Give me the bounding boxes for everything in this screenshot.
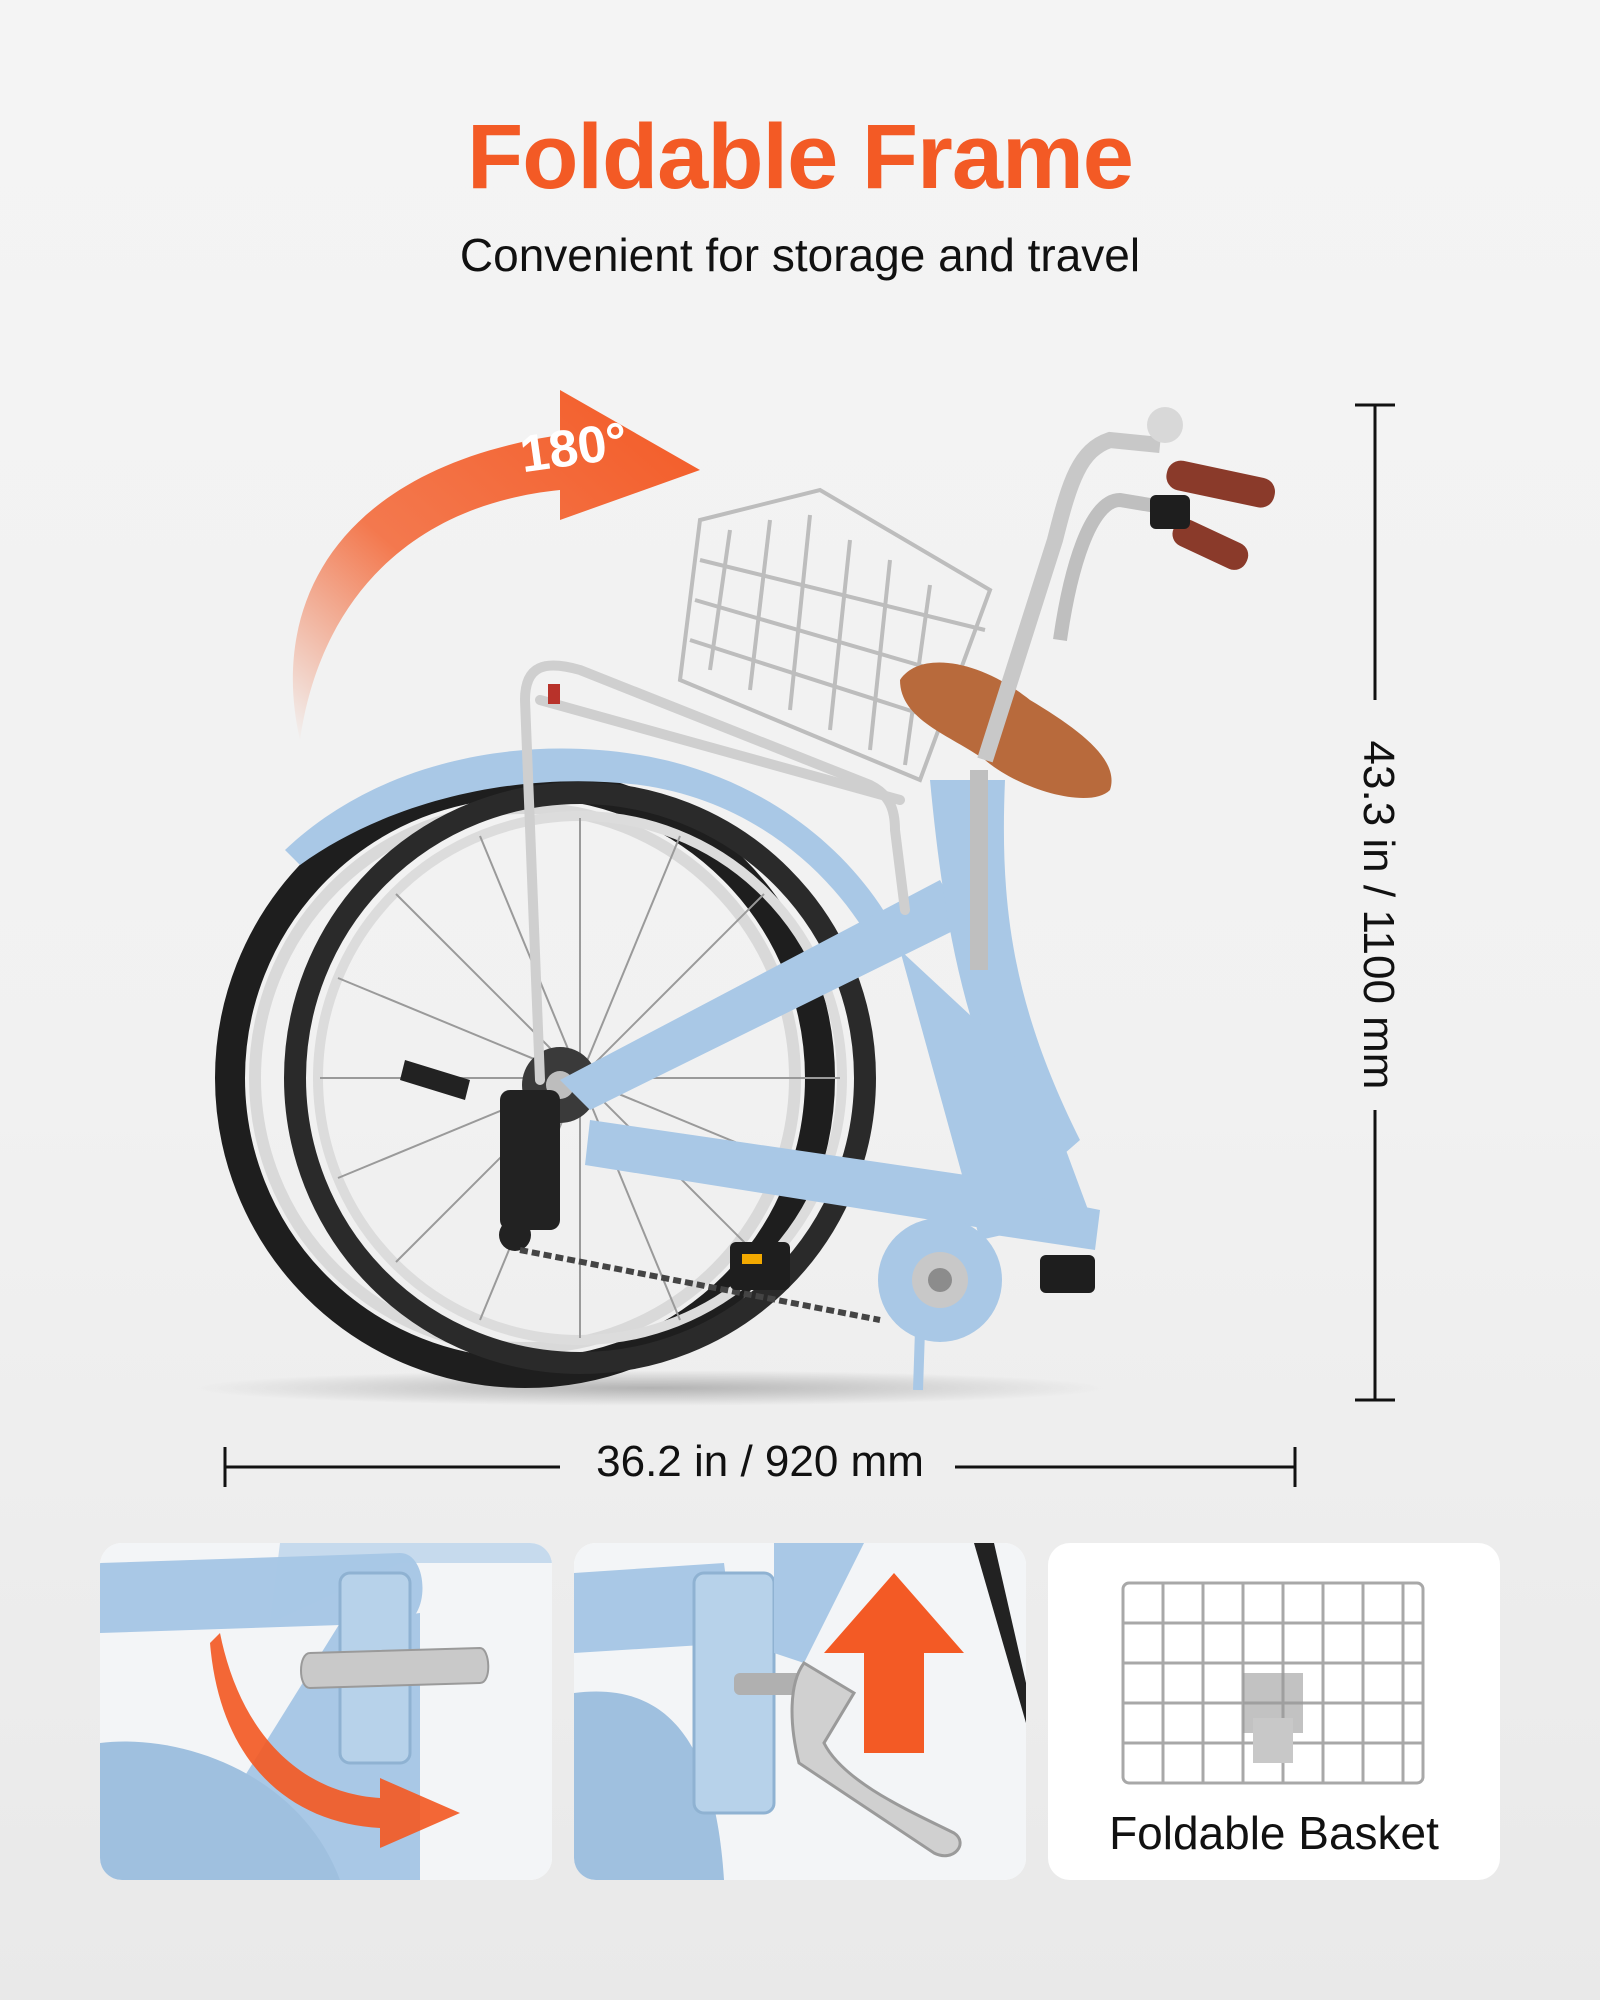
quick-release-card: [574, 1543, 1026, 1880]
fold-arrow-icon: [210, 1633, 460, 1848]
up-arrow-icon: [824, 1573, 964, 1753]
height-dimension-line: [1355, 403, 1395, 1402]
rear-fender: [285, 748, 905, 958]
hinge-fold-card: [100, 1543, 552, 1880]
rotate-arrow-icon: [292, 390, 700, 740]
front-basket: [677, 487, 993, 783]
rear-rack: [519, 660, 910, 1085]
basket-icon: [1121, 1581, 1425, 1785]
pedal: [730, 1242, 1095, 1293]
page-title: Foldable Frame: [467, 106, 1134, 208]
folded-bike-scene: [190, 390, 1395, 1487]
rear-derailleur: [400, 1060, 560, 1251]
handlebar: [977, 407, 1275, 763]
saddle: [900, 662, 1112, 799]
width-dimension-line: [223, 1447, 1297, 1487]
width-dimension-label: 36.2 in / 920 mm: [596, 1437, 924, 1486]
foldable-basket-card: Foldable Basket: [1048, 1543, 1500, 1880]
height-dimension-label: 43.3 in / 1100 mm: [1354, 740, 1403, 1090]
page-subtitle: Convenient for storage and travel: [459, 229, 1141, 281]
basket-caption: Foldable Basket: [1109, 1807, 1439, 1859]
bike-frame: [560, 780, 1100, 1342]
